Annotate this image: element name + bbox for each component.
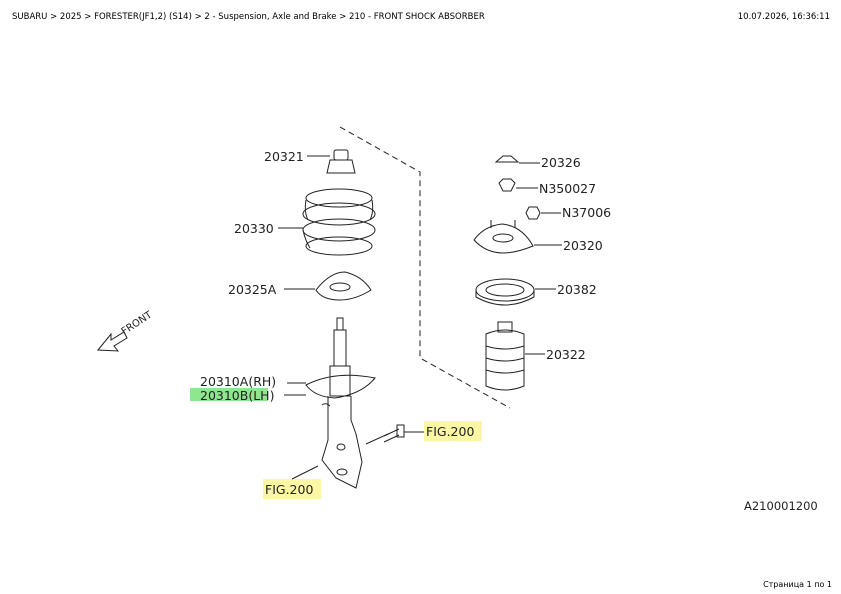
- highlight-fig-bottom: [263, 479, 321, 499]
- part-20325a-label[interactable]: 20325A: [228, 282, 277, 297]
- page-info: Страница 1 по 1: [763, 580, 832, 589]
- dust-boot: [485, 321, 525, 391]
- part-20382-label[interactable]: 20382: [557, 282, 597, 297]
- coil-spring: [302, 188, 376, 256]
- part-n37006-label[interactable]: N37006: [562, 205, 611, 220]
- part-n350027-label[interactable]: N350027: [539, 181, 596, 196]
- fig-ref-right-link[interactable]: FIG.200: [426, 424, 474, 439]
- fig-ref-bottom-link[interactable]: FIG.200: [265, 482, 313, 497]
- nut-n350027: [498, 178, 516, 192]
- bump-stop: [326, 149, 356, 174]
- part-20322-label[interactable]: 20322: [546, 347, 586, 362]
- print-timestamp: 10.07.2026, 16:36:11: [737, 12, 830, 22]
- upper-mount: [473, 220, 534, 254]
- part-20326-label[interactable]: 20326: [541, 155, 581, 170]
- breadcrumb: SUBARU > 2025 > FORESTER(JF1,2) (S14) > …: [12, 12, 485, 22]
- highlight-20310b: [190, 388, 268, 401]
- front-arrow-icon: [96, 331, 128, 352]
- leader-lines: [278, 155, 562, 480]
- strut: [305, 317, 376, 489]
- nut-n37006: [525, 206, 541, 220]
- bearing: [475, 278, 535, 306]
- assembly-bracket: [339, 126, 511, 409]
- part-20320-label[interactable]: 20320: [563, 238, 603, 253]
- highlight-fig-right: [424, 421, 482, 441]
- diagram-code: A210001200: [744, 499, 818, 513]
- cap-20326: [494, 155, 520, 163]
- front-label: FRONT: [120, 309, 155, 337]
- part-20310b-label[interactable]: 20310B(LH): [200, 388, 274, 403]
- part-20330-label[interactable]: 20330: [234, 221, 274, 236]
- part-20310a-label[interactable]: 20310A(RH): [200, 374, 276, 389]
- spring-seat: [315, 271, 372, 301]
- bolt: [365, 424, 405, 445]
- part-20321-label[interactable]: 20321: [264, 149, 304, 164]
